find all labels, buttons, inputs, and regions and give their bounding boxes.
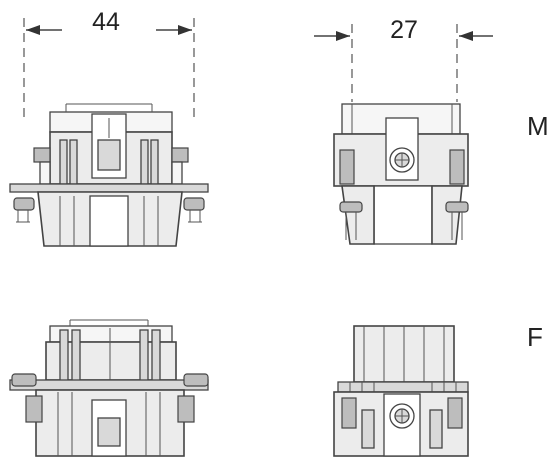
dimension-27: 27 [314,16,493,102]
dimension-44: 44 [23,8,195,118]
dimension-27-label: 27 [390,16,418,44]
male-front-view [9,103,209,247]
dimension-44-label: 44 [92,8,120,36]
male-side-view [333,103,469,245]
male-label: M [527,111,549,141]
female-label: F [527,322,543,352]
female-front-view [9,319,209,457]
female-side-view [333,325,469,457]
